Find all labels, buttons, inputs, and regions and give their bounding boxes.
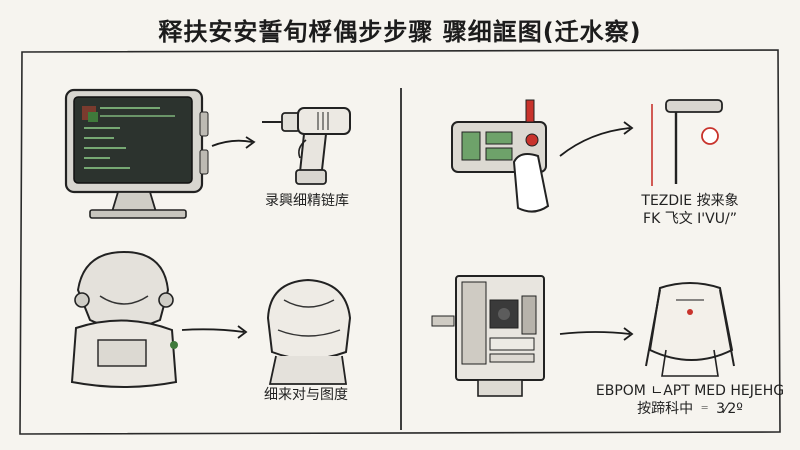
monitor-illustration (64, 88, 209, 219)
step-2-caption: 细来对与图度 (264, 387, 348, 403)
torso-illustration (645, 282, 735, 377)
mechanical-arm-illustration (651, 99, 723, 186)
arrow-5 (559, 127, 631, 157)
arrow-7 (559, 331, 631, 335)
step-4-caption-line2: 按蹄科中 ゠ 3⁄2º (637, 401, 743, 417)
step-1-caption: 录興细精链库 (265, 193, 349, 209)
frame-border (19, 49, 781, 435)
step-4-caption-line1: EBPOM ㄴAPT MED HEJEHG (595, 383, 785, 399)
head-sculpture-illustration (266, 278, 352, 385)
arrow-3 (181, 328, 245, 333)
step-3-caption-line1: TEZDIE 按来象 (641, 193, 739, 209)
control-device-illustration (451, 99, 550, 213)
cabinet-machine-illustration (431, 275, 545, 397)
step-3-caption-line2: FK 飞文 I'VU/” (643, 211, 737, 227)
arrow-1 (211, 139, 253, 147)
robot-head-illustration (70, 250, 178, 388)
drill-illustration (262, 107, 351, 185)
diagram-title: 释扶安安誓旬桴偶步步骤 骤细誆图(迁水察) (158, 18, 642, 46)
